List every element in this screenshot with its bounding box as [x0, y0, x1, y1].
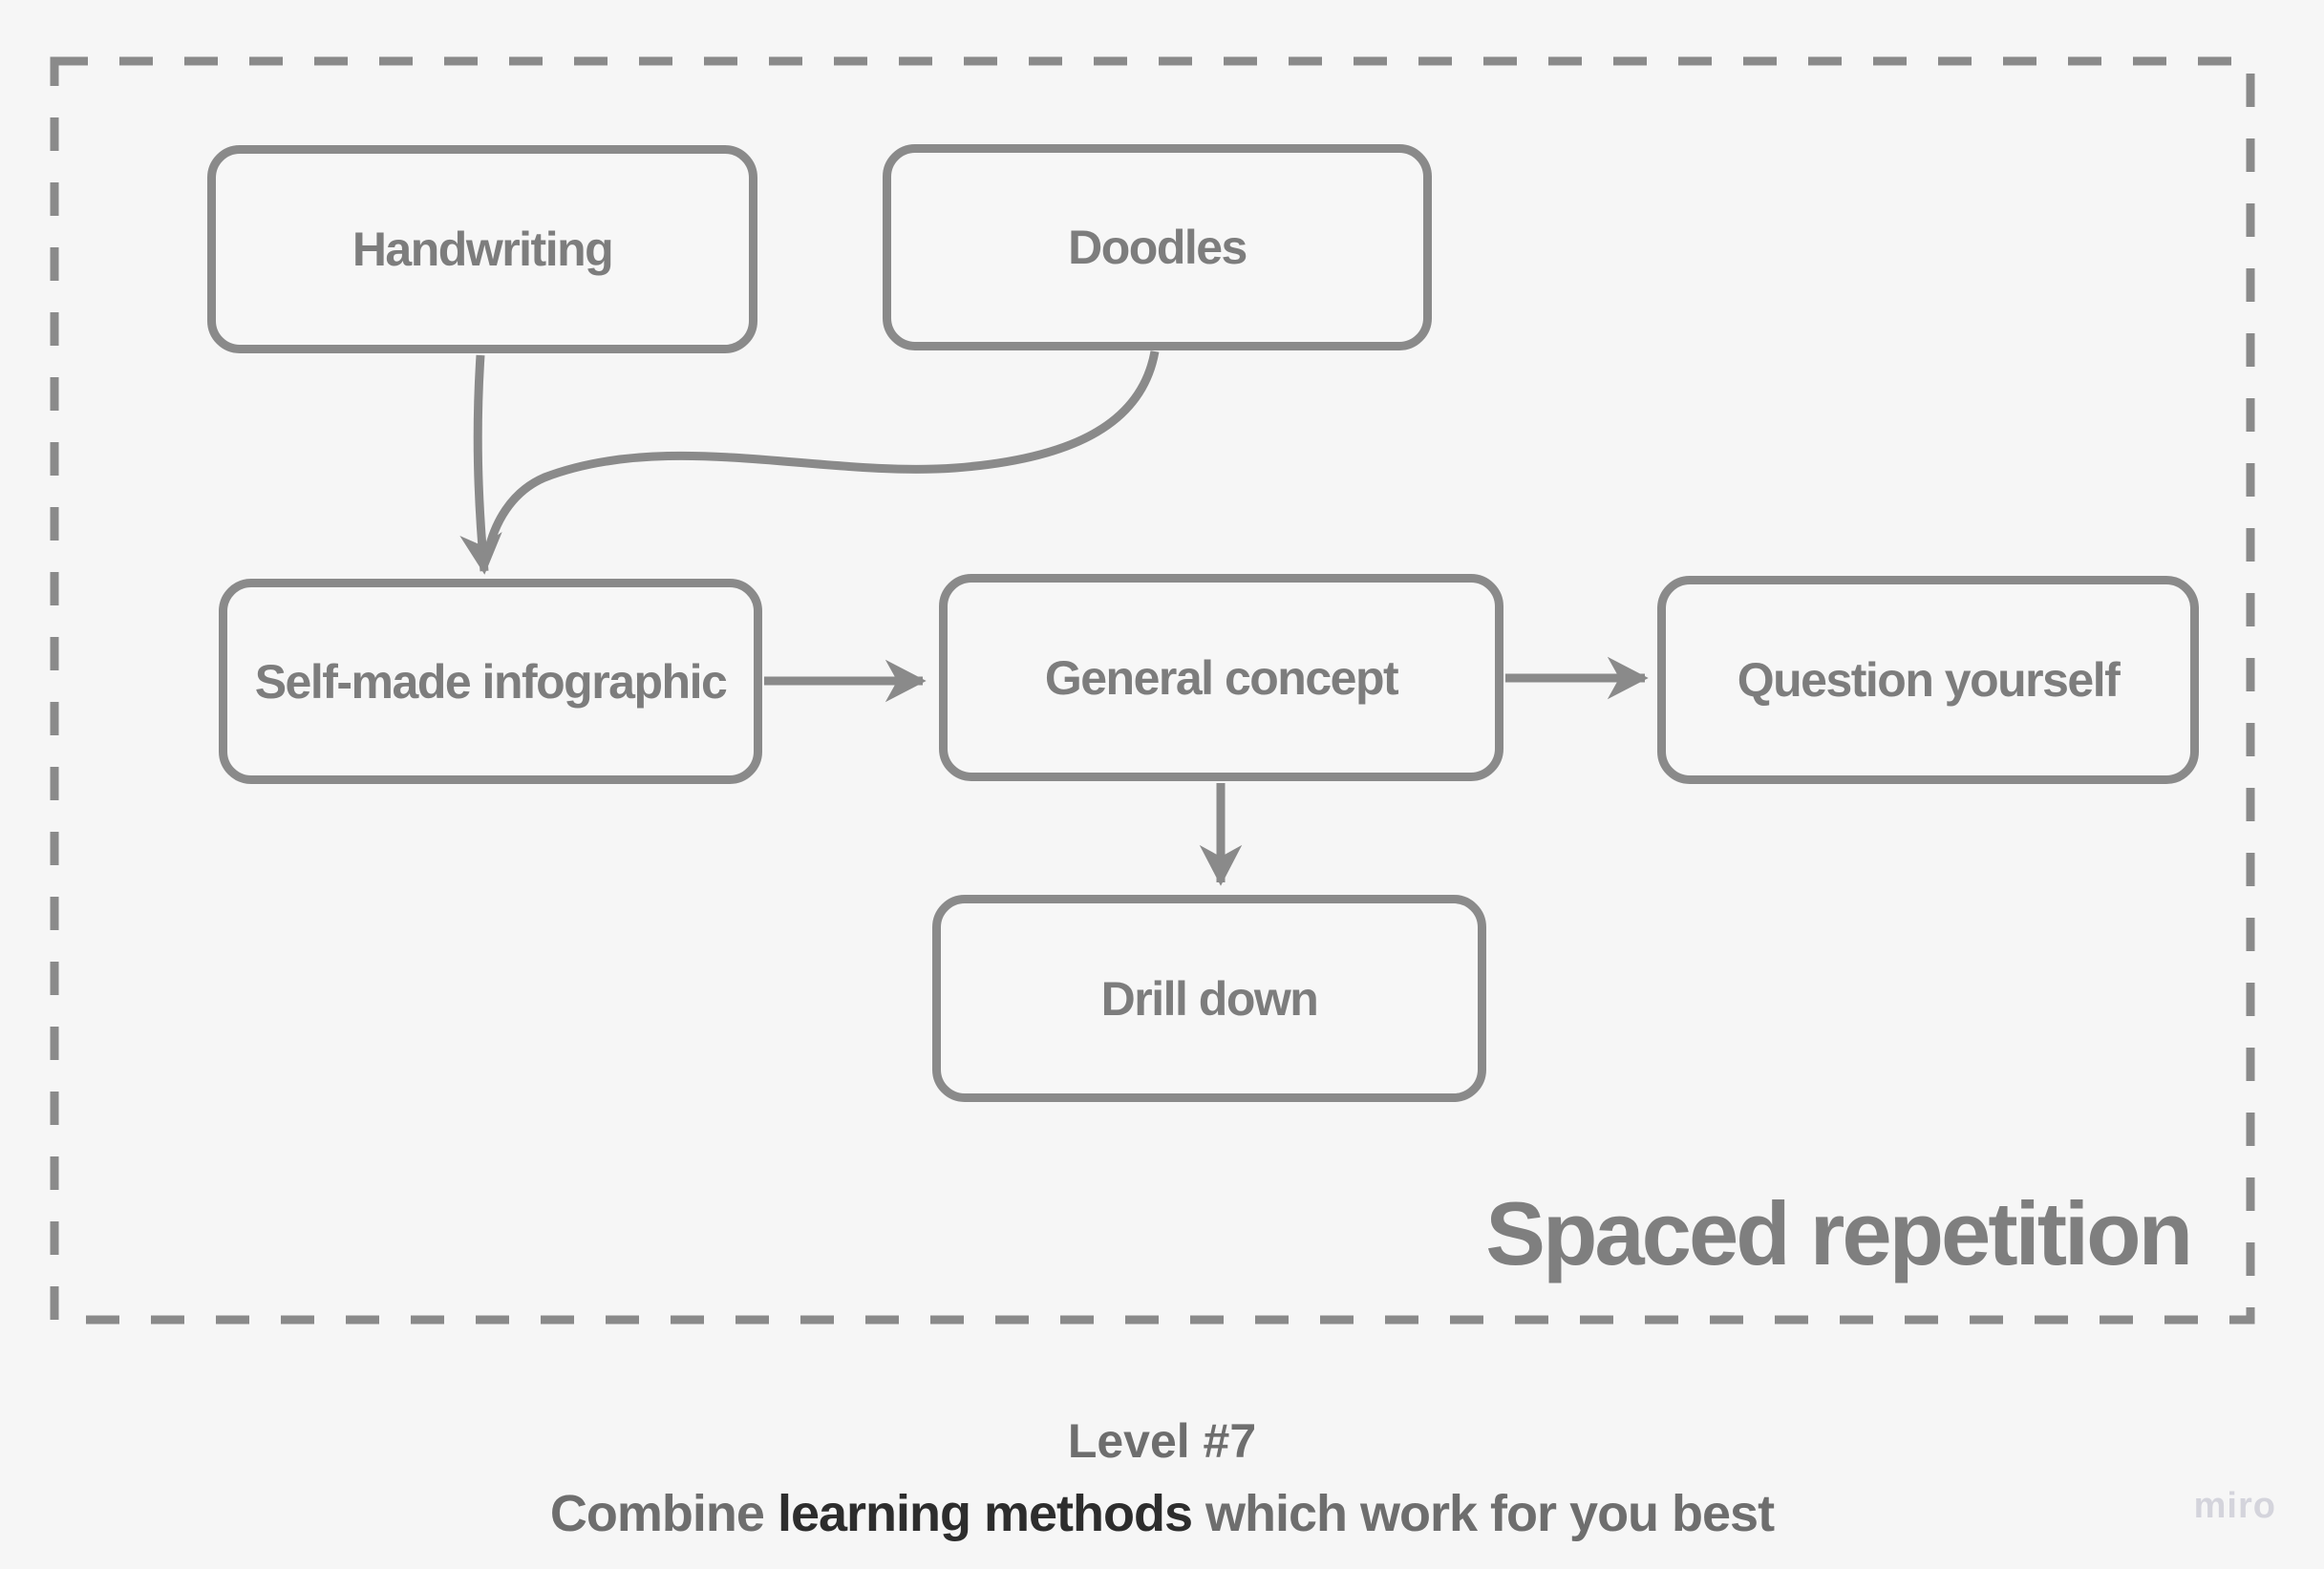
node-drill-down[interactable]: Drill down [932, 895, 1486, 1102]
caption-description-line: Combine learning methods which work for … [0, 1484, 2324, 1543]
caption: Level #7 Combine learning methods which … [0, 1413, 2324, 1543]
frame-dashed-border[interactable] [50, 56, 2255, 1325]
node-drill-down-label: Drill down [1100, 971, 1319, 1026]
caption-level-line: Level #7 [1067, 1414, 1257, 1468]
node-self-made-infographic[interactable]: Self-made infographic [219, 579, 762, 784]
node-general-concept-label: General concept [1044, 650, 1399, 705]
caption-emphasis: learning methods [777, 1485, 1193, 1542]
caption-suffix: which work for you best [1192, 1485, 1775, 1542]
connector-doodles-to-infographic[interactable] [482, 350, 1160, 557]
caption-prefix: Combine [549, 1485, 778, 1542]
node-question-yourself[interactable]: Question yourself [1657, 576, 2199, 784]
node-doodles-label: Doodles [1068, 221, 1247, 274]
node-self-made-infographic-label: Self-made infographic [254, 654, 728, 709]
node-handwriting-label: Handwriting [352, 223, 614, 276]
node-question-yourself-label: Question yourself [1737, 653, 2121, 707]
miro-watermark: miro [2193, 1486, 2276, 1526]
node-general-concept[interactable]: General concept [939, 574, 1503, 781]
frame-title[interactable]: Spaced repetition [1485, 1183, 2193, 1283]
node-doodles[interactable]: Doodles [883, 144, 1432, 350]
node-handwriting[interactable]: Handwriting [207, 145, 757, 353]
connector-handwriting-to-infographic[interactable] [459, 354, 502, 575]
